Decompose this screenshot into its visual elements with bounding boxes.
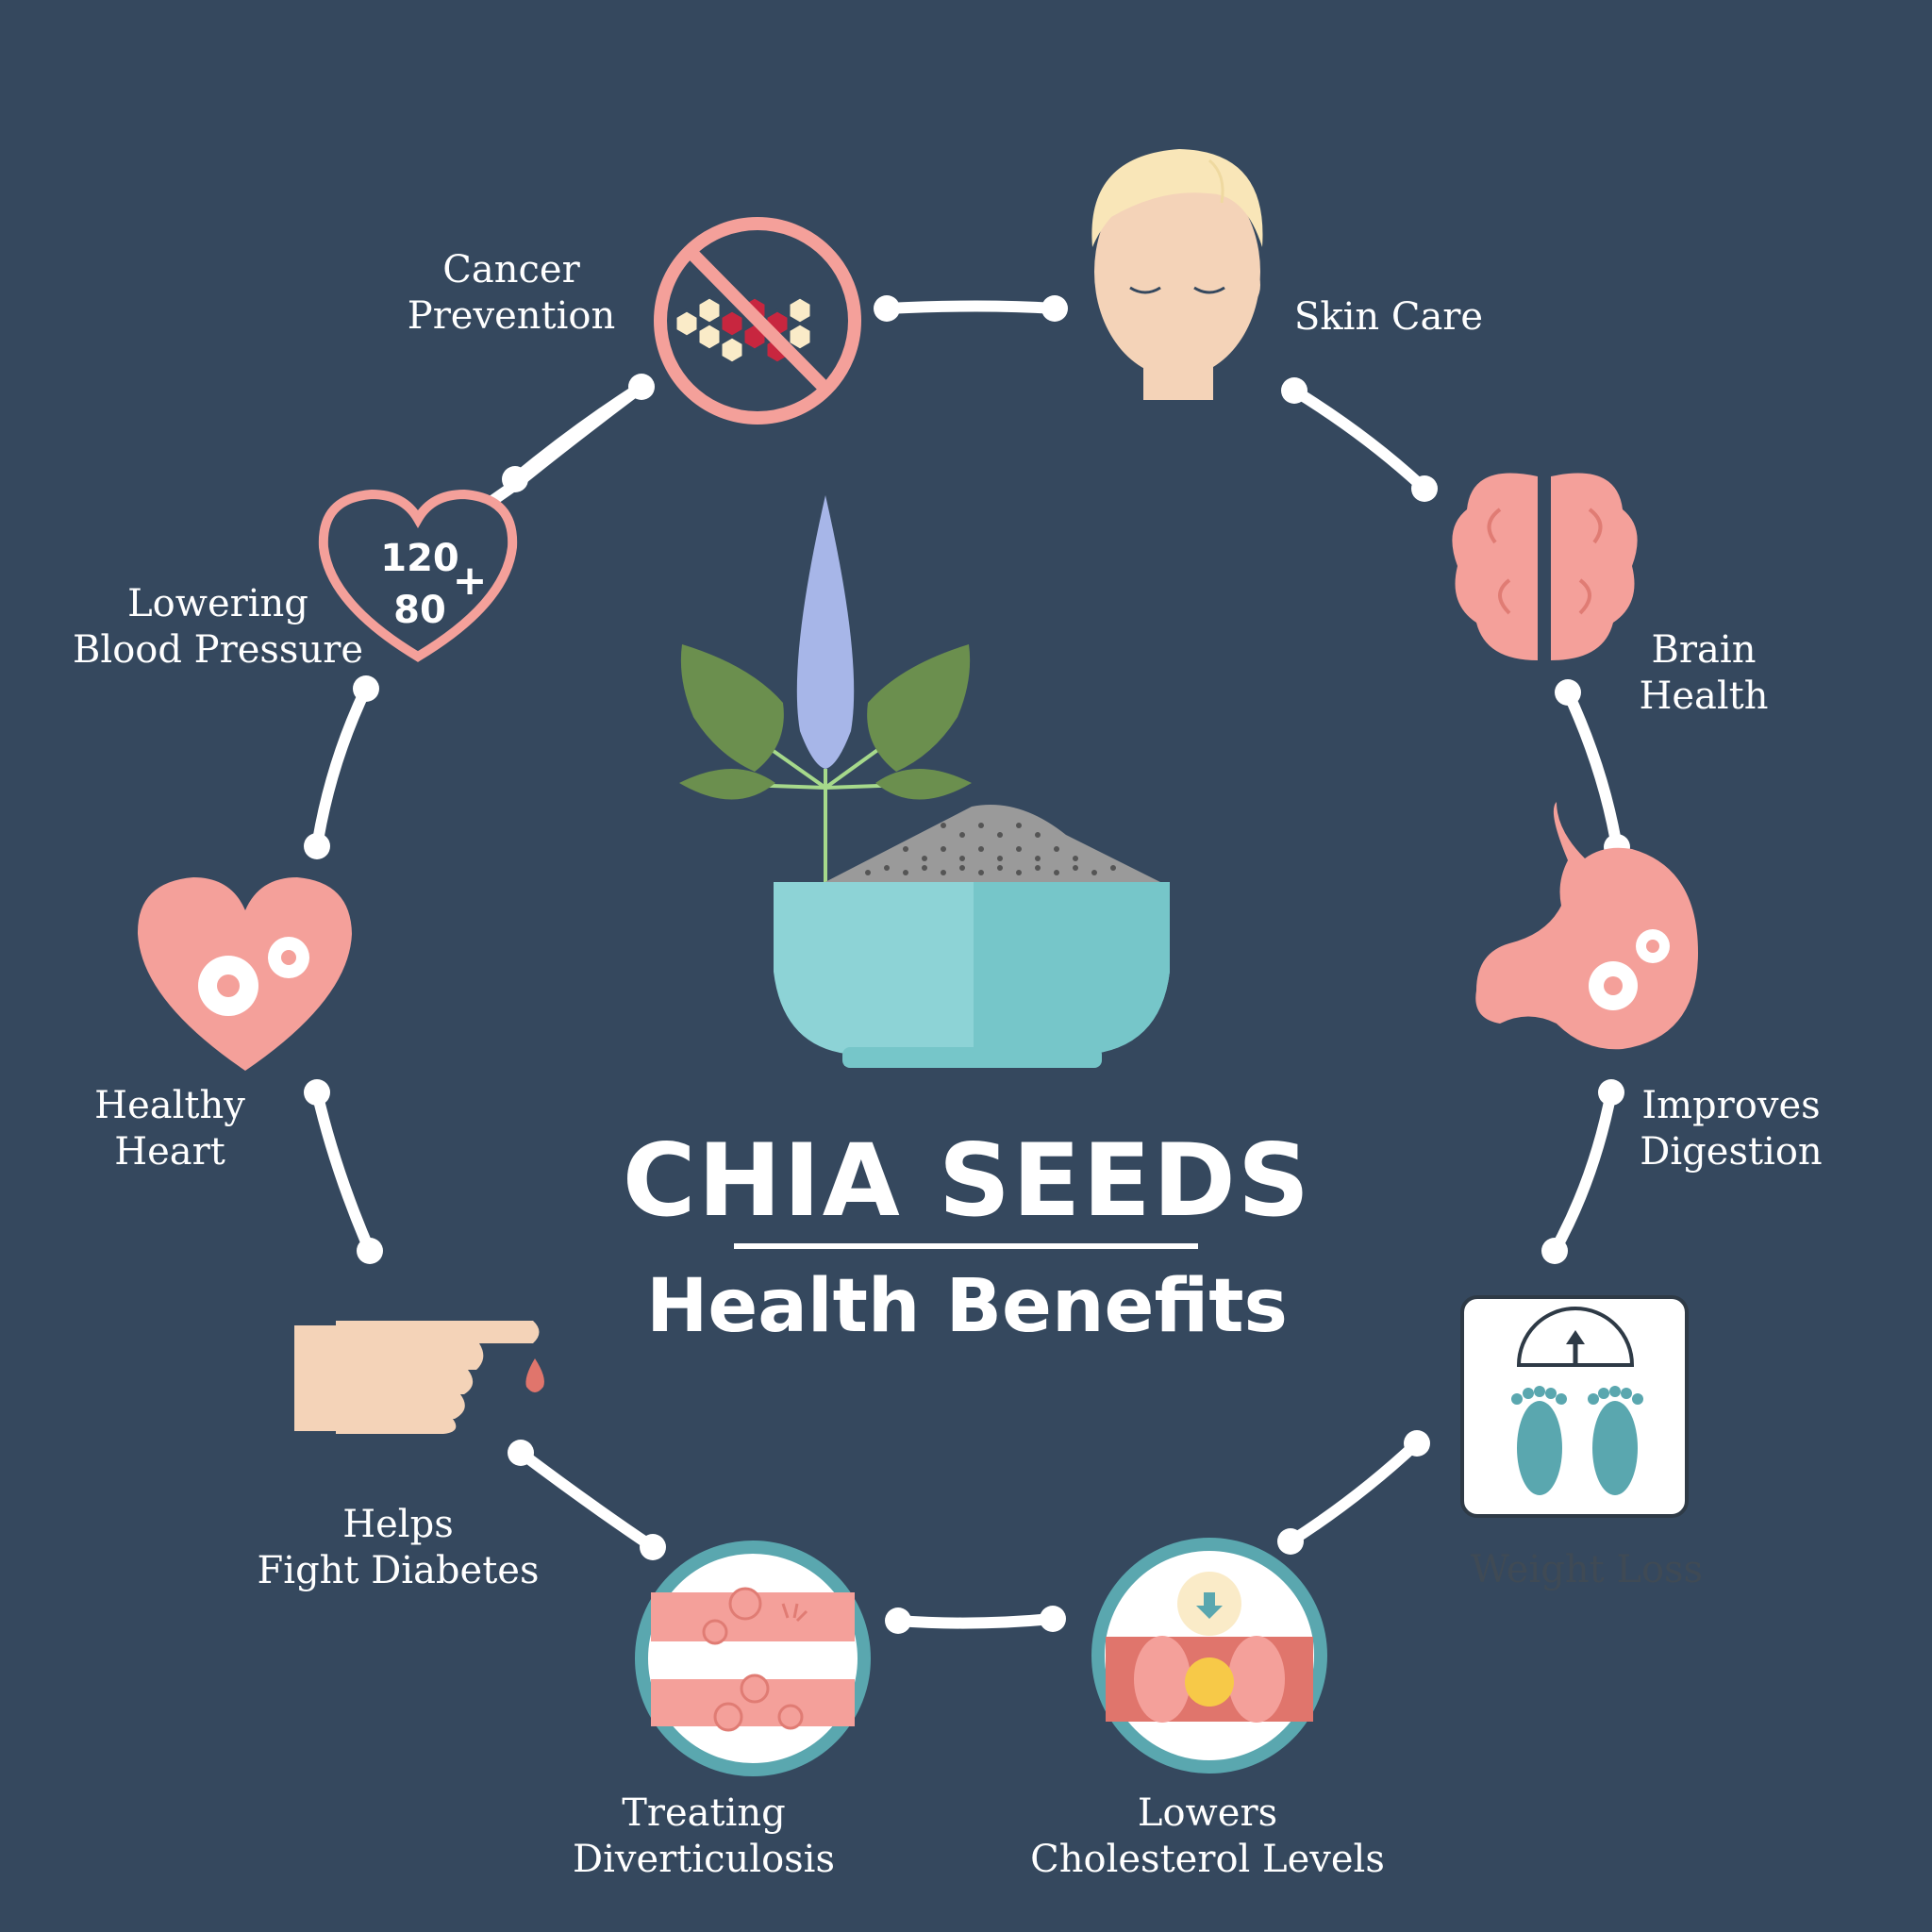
label-line: Health xyxy=(1639,675,1769,718)
connector-digestion-weight xyxy=(1541,1079,1624,1264)
scale-icon xyxy=(1460,1295,1689,1518)
label-healthy-heart: Healthy Heart xyxy=(94,1083,245,1175)
label-line: Lowering xyxy=(127,582,308,625)
label-line: Prevention xyxy=(407,294,616,338)
label-weight-loss: Weight Loss xyxy=(1471,1547,1703,1593)
heart-gears-icon xyxy=(137,877,352,1071)
chia-plant-bowl-icon xyxy=(679,495,1170,1068)
connector-diverticulosis-diabetes xyxy=(508,1440,666,1560)
pressure-top-reading: 120 xyxy=(380,537,459,580)
connector-pressure-cancer xyxy=(478,374,655,512)
pressure-bottom-reading: 80 xyxy=(393,589,446,632)
stomach-icon xyxy=(1475,802,1698,1050)
label-line: Heart xyxy=(114,1130,225,1174)
blood-drop-finger-icon xyxy=(294,1321,544,1434)
heart-pressure-icon: 120 80 + xyxy=(318,489,518,662)
label-line: Weight Loss xyxy=(1470,1548,1704,1591)
intestine-icon xyxy=(635,1541,871,1776)
label-brain-health: Brain Health xyxy=(1639,627,1768,720)
no-cancer-cells-icon xyxy=(654,217,861,425)
label-treating-diverticulosis: Treating Diverticulosis xyxy=(573,1790,835,1883)
label-fight-diabetes: Helps Fight Diabetes xyxy=(258,1502,540,1594)
label-line: Improves xyxy=(1641,1084,1821,1127)
label-lowers-cholesterol: Lowers Cholesterol Levels xyxy=(1030,1790,1385,1883)
connector-weight-cholesterol xyxy=(1277,1430,1430,1555)
label-line: Cancer xyxy=(442,248,580,291)
connector-cancer-skin xyxy=(874,295,1068,322)
label-line: Blood Pressure xyxy=(73,628,363,672)
connector-cholesterol-diverticulosis xyxy=(885,1606,1066,1634)
brain-icon xyxy=(1452,473,1638,660)
artery-icon xyxy=(1091,1538,1327,1774)
label-line: Cholesterol Levels xyxy=(1030,1838,1385,1881)
label-line: Healthy xyxy=(94,1084,245,1127)
label-line: Brain xyxy=(1651,628,1757,672)
connector-skin-brain xyxy=(1281,377,1438,502)
label-improves-digestion: Improves Digestion xyxy=(1640,1083,1822,1175)
label-line: Helps xyxy=(342,1503,454,1546)
label-line: Diverticulosis xyxy=(572,1838,836,1881)
label-line: Skin Care xyxy=(1293,295,1484,339)
title-divider xyxy=(734,1243,1198,1249)
connector-diabetes-heart xyxy=(304,1079,383,1264)
face-icon xyxy=(1091,149,1263,400)
label-line: Lowers xyxy=(1137,1791,1278,1835)
connector-heart-pressure xyxy=(304,675,379,859)
page-title: CHIA SEEDS xyxy=(622,1123,1312,1239)
label-cancer-prevention: Cancer Prevention xyxy=(408,247,615,340)
label-skin-care: Skin Care xyxy=(1294,294,1483,341)
label-line: Treating xyxy=(622,1791,786,1835)
label-blood-pressure: Lowering Blood Pressure xyxy=(73,581,363,674)
page-subtitle: Health Benefits xyxy=(646,1264,1288,1349)
pressure-plus-sign: + xyxy=(453,557,488,605)
label-line: Digestion xyxy=(1640,1130,1823,1174)
label-line: Fight Diabetes xyxy=(257,1549,540,1592)
